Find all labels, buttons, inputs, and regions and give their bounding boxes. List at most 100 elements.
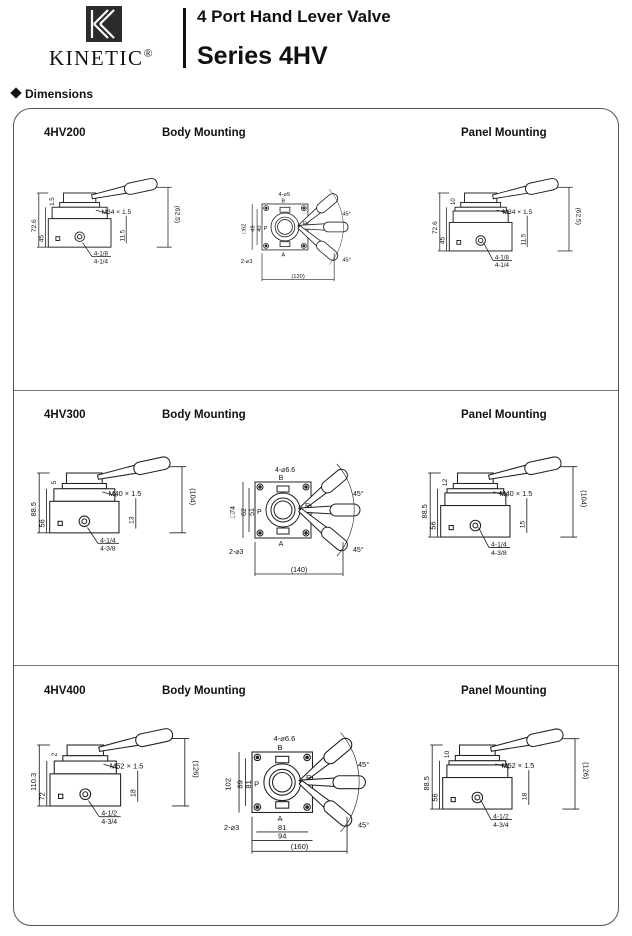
dim-label: (62.5) <box>575 208 582 225</box>
dim-label: 5 <box>51 480 58 484</box>
lever-grip <box>321 468 348 494</box>
dim-label: A <box>279 541 284 548</box>
lever-handle <box>487 456 562 480</box>
lever-grip <box>323 221 349 233</box>
page-title: Series 4HV <box>197 42 328 70</box>
dim-label: M40 × 1.5 <box>500 489 533 498</box>
dim-label: 45° <box>342 257 351 263</box>
dim-label: 18 <box>522 792 529 800</box>
marker-square <box>58 793 64 800</box>
valve-body-top <box>446 764 509 779</box>
dim-label: (126) <box>581 762 590 779</box>
model-label: 4HV200 <box>44 127 86 139</box>
mount-hole-center <box>255 755 260 760</box>
lever-up <box>297 193 339 229</box>
dim-label: 81 <box>244 780 253 788</box>
dim-label: M52 × 1.5 <box>502 761 535 770</box>
port-circle <box>477 237 484 244</box>
marker-square <box>456 240 462 245</box>
body-mounting-label: Body Mounting <box>162 127 246 139</box>
dim-label: 88.5 <box>29 502 38 516</box>
port-circle <box>76 234 83 240</box>
dim-line <box>483 242 494 261</box>
dim-label: 45° <box>342 211 351 217</box>
dim-label: 110.3 <box>29 773 38 791</box>
dim-label: P <box>257 509 262 516</box>
mount-hole-center <box>264 244 268 248</box>
dim-line <box>493 491 509 497</box>
dim-label: 45° <box>358 760 369 769</box>
mount-hole-center <box>258 531 262 535</box>
dim-label: 4-1/2 <box>101 811 117 818</box>
valve-body-top <box>452 210 509 223</box>
lever-arm <box>492 184 531 200</box>
valve-body-top <box>53 488 116 502</box>
dim-label: M52 × 1.5 <box>110 762 144 771</box>
dim-line <box>82 242 93 257</box>
dim-label: 4-1/4 <box>94 258 109 265</box>
dim-label: 2 <box>51 753 58 757</box>
port-circle <box>474 794 481 801</box>
dim-line <box>495 763 511 769</box>
valve-body-top <box>53 760 117 775</box>
dim-line <box>480 799 492 820</box>
marker-square <box>57 520 63 527</box>
port-b <box>276 485 290 493</box>
lever-up <box>298 468 348 513</box>
dim-label: 4-1/4 <box>491 542 507 549</box>
lever-arm <box>98 735 142 752</box>
lever-arm <box>489 736 533 752</box>
mount-hole-center <box>255 805 260 809</box>
marker-square <box>55 236 61 241</box>
lever-handle <box>96 456 171 480</box>
valve-cap <box>456 472 494 485</box>
lever-down <box>298 779 353 827</box>
port-circle <box>82 791 89 798</box>
page-subtitle: 4 Port Hand Lever Valve <box>197 7 391 26</box>
dim-label: 88.5 <box>420 504 429 518</box>
lever-up <box>298 737 353 785</box>
dim-label: 11.5 <box>119 229 126 241</box>
dim-label: 4-3/4 <box>493 822 509 829</box>
marker-square <box>448 524 454 531</box>
lever-arm <box>487 464 531 480</box>
lever-center <box>299 503 361 517</box>
lever-grip <box>321 526 348 552</box>
lever-grip <box>332 775 366 790</box>
valve-bore <box>277 219 293 235</box>
marker-square <box>450 796 456 803</box>
dim-label: A <box>281 252 285 258</box>
port-a <box>275 801 290 809</box>
port-a <box>276 527 290 535</box>
dim-label: M34 × 1.5 <box>101 209 131 216</box>
dim-label: (126) <box>191 760 200 778</box>
dim-label: 10 <box>444 750 451 758</box>
valve-bore <box>273 500 293 520</box>
dim-label: □62 <box>242 224 248 234</box>
dim-label: (62.5) <box>174 206 181 223</box>
mount-hole-center <box>304 531 308 535</box>
lever-grip <box>316 240 339 261</box>
model-label: 4HV400 <box>44 685 86 697</box>
dim-label: R <box>305 503 310 510</box>
dim-label: 13 <box>129 516 136 524</box>
dim-label: 94 <box>278 831 286 840</box>
row-divider <box>14 390 618 391</box>
dim-label: B <box>281 198 285 204</box>
mount-hole-center <box>304 485 308 489</box>
mount-hole-center <box>302 244 306 248</box>
dim-line <box>95 209 110 215</box>
dim-label: 56 <box>37 519 46 527</box>
port-b <box>275 755 290 764</box>
panel-mounting-label: Panel Mounting <box>461 409 547 421</box>
dim-label: 4-⌀6.6 <box>274 734 296 743</box>
mount-hole-center <box>305 755 309 760</box>
dim-label: 51 <box>249 508 256 516</box>
lever-grip <box>526 728 564 748</box>
